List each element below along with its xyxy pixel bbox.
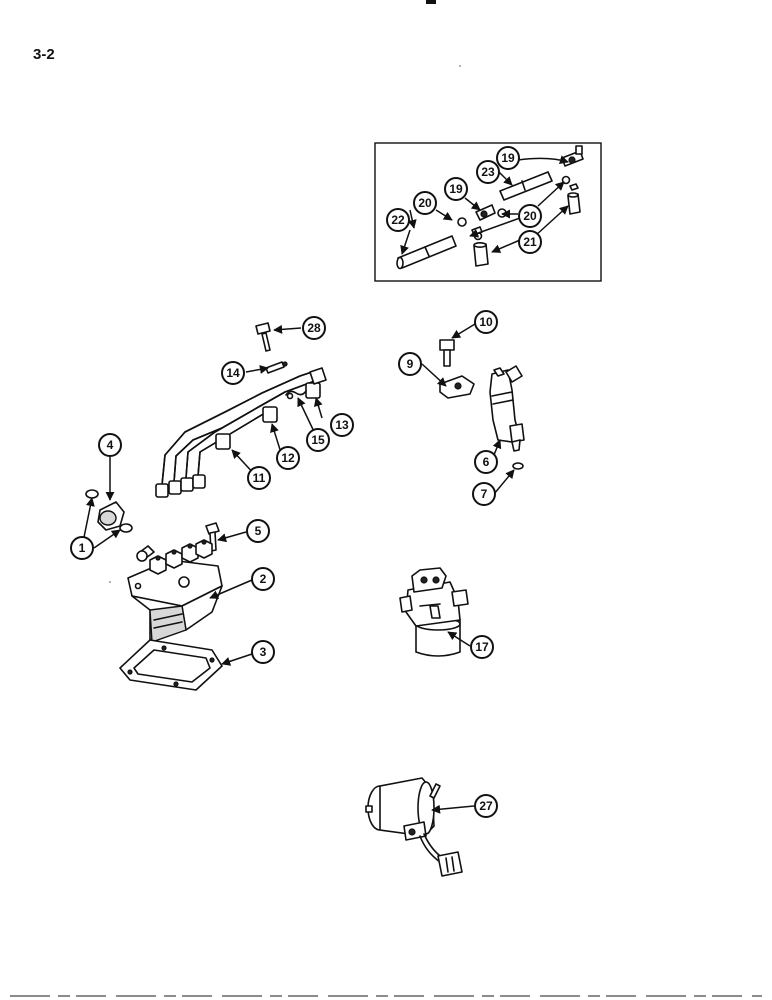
top-fitting-drawing [561, 145, 584, 191]
callout-5-label: 5 [255, 524, 262, 538]
callout-28: 28 [302, 316, 326, 340]
callout-10-label: 10 [479, 315, 493, 329]
callout-3: 3 [251, 640, 275, 664]
callout-13-label: 13 [335, 418, 349, 432]
callout-5: 5 [246, 519, 270, 543]
callout-1-label: 1 [79, 541, 86, 555]
callout-11-label: 11 [253, 471, 266, 485]
stray-dot [459, 65, 461, 67]
callout-22: 22 [386, 208, 410, 232]
callout-12: 12 [276, 446, 300, 470]
callout-14-label: 14 [226, 366, 240, 380]
callout-22-label: 22 [391, 213, 405, 227]
callout-15: 15 [306, 428, 330, 452]
inset-return-pipes [396, 145, 584, 270]
banjo-bolt-28-drawing [255, 322, 271, 352]
callout-21-label: 21 [523, 235, 537, 249]
callout-4: 4 [98, 433, 122, 457]
gasket-drawing [119, 639, 223, 691]
injection-lines-drawing [155, 367, 327, 498]
callout-3-label: 3 [260, 645, 267, 659]
callout-12-label: 12 [281, 451, 295, 465]
callout-23-label: 23 [481, 165, 495, 179]
callout-14: 14 [221, 361, 245, 385]
callout-10: 10 [474, 310, 498, 334]
pump-drawing [85, 489, 223, 643]
solenoid-drawing [365, 777, 463, 877]
callout-2: 2 [251, 567, 275, 591]
callout-19-top: 19 [496, 146, 520, 170]
callout-19-top-label: 19 [501, 151, 515, 165]
callout-20-right: 20 [518, 204, 542, 228]
stray-dot [109, 581, 111, 583]
callout-28-label: 28 [307, 321, 321, 335]
callout-7-label: 7 [481, 487, 488, 501]
callout-6: 6 [474, 450, 498, 474]
callout-15-label: 15 [311, 433, 325, 447]
page-number: 3-2 [33, 46, 55, 63]
callout-21: 21 [518, 230, 542, 254]
callout-23: 23 [476, 160, 500, 184]
callout-9-label: 9 [407, 357, 414, 371]
clamp-15-drawing [285, 390, 307, 400]
callout-1: 1 [70, 536, 94, 560]
callout-2-label: 2 [260, 572, 267, 586]
callout-6-label: 6 [483, 455, 490, 469]
callout-27-label: 27 [479, 799, 493, 813]
callout-11: 11 [247, 466, 271, 490]
callout-13: 13 [330, 413, 354, 437]
callout-9: 9 [398, 352, 422, 376]
delivery-valves [136, 539, 213, 575]
callout-27: 27 [474, 794, 498, 818]
leader-arrows [81, 155, 569, 814]
inset-frame [374, 142, 602, 282]
callout-17-label: 17 [475, 640, 489, 654]
callout-4-label: 4 [107, 438, 114, 452]
hose-21-drawing [473, 192, 581, 267]
callout-7: 7 [472, 482, 496, 506]
callout-20-left-label: 20 [418, 196, 432, 210]
callout-19-mid: 19 [444, 177, 468, 201]
callout-17: 17 [470, 635, 494, 659]
injector-drawing [439, 339, 525, 470]
callout-20-right-label: 20 [523, 209, 537, 223]
callout-19-mid-label: 19 [449, 182, 463, 196]
callout-20-left: 20 [413, 191, 437, 215]
top-edge-mark [426, 0, 436, 4]
hose-22-drawing [396, 235, 457, 270]
washer-14-drawing [265, 361, 288, 374]
fuel-filter-drawing [399, 567, 469, 657]
